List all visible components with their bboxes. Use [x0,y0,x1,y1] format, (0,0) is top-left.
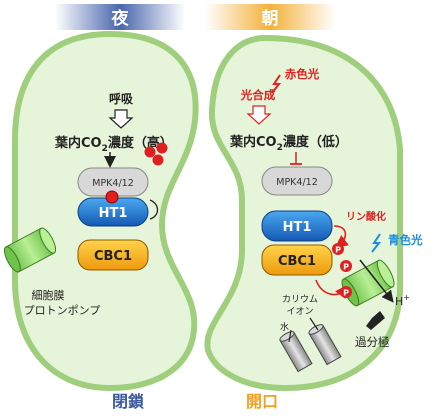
photosynthesis-arrow [246,105,272,125]
morning-header: 朝 [205,4,335,30]
mpk-night-label: MPK4/12 [92,178,134,189]
mpk-morning-label: MPK4/12 [276,177,318,188]
phospho-mark-pump-2: P [340,286,352,298]
co2-inhibition-mark [290,152,302,165]
phosphorylation-label: リン酸化 [346,210,386,223]
respiration-label: 呼吸 [109,91,134,106]
proton-efflux-arrow [359,259,394,303]
red-light-bolt-icon [271,74,282,94]
potassium-channel [308,324,342,366]
potassium-label-1: カリウム [282,294,318,305]
svg-text:P: P [343,263,349,272]
cbc1-morning-box [261,244,333,276]
proton-pump-night [3,227,57,273]
phospho-mark-cbc1: P [332,243,344,255]
photosynthesis-label: 光合成 [240,88,276,102]
ht1-night-label: HT1 [99,206,128,221]
respiration-arrow [108,109,134,129]
ht1-morning-label: HT1 [283,220,312,235]
co2-molecules [144,142,168,166]
open-state-label: 開口 [246,392,278,411]
cbc1-morning-label: CBC1 [278,254,316,269]
blue-light-label: 青色光 [388,233,423,247]
water-pointer [288,329,292,343]
phospho-mark-pump-1: P [340,260,352,272]
svg-text:P: P [335,246,341,255]
hyperpolarization-label: 過分極 [355,335,390,349]
pump-label-1: 細胞膜 [32,289,65,302]
svg-text:P: P [343,289,349,298]
phosphorylation-arrow [333,225,349,248]
ht1-morning-box [261,210,333,242]
night-title: 夜 [111,8,130,29]
water-label: 水 [280,321,289,333]
ht1-self-arrow [149,199,159,220]
proton-label: H+ [395,293,410,308]
co2-low-label: 葉内CO2濃度（低） [229,134,348,153]
closed-state-label: 閉鎖 [112,392,145,411]
pump-label-2: プロトンポンプ [24,304,101,317]
red-light-label: 赤色光 [285,67,320,81]
blue-light-bolt-icon [371,233,382,253]
cbc1-night-label: CBC1 [94,249,132,264]
potassium-label-2: イオン [286,306,313,317]
co2-bound-molecule [105,190,119,204]
potassium-pointer [309,317,319,331]
co2-high-label: 葉内CO2濃度（高） [54,135,173,154]
mpk-morning-box [261,166,333,196]
hyperpolarization-arrow [366,311,385,330]
morning-title: 朝 [262,8,279,29]
cbc1-night-box [77,239,149,271]
night-header: 夜 [55,4,185,30]
